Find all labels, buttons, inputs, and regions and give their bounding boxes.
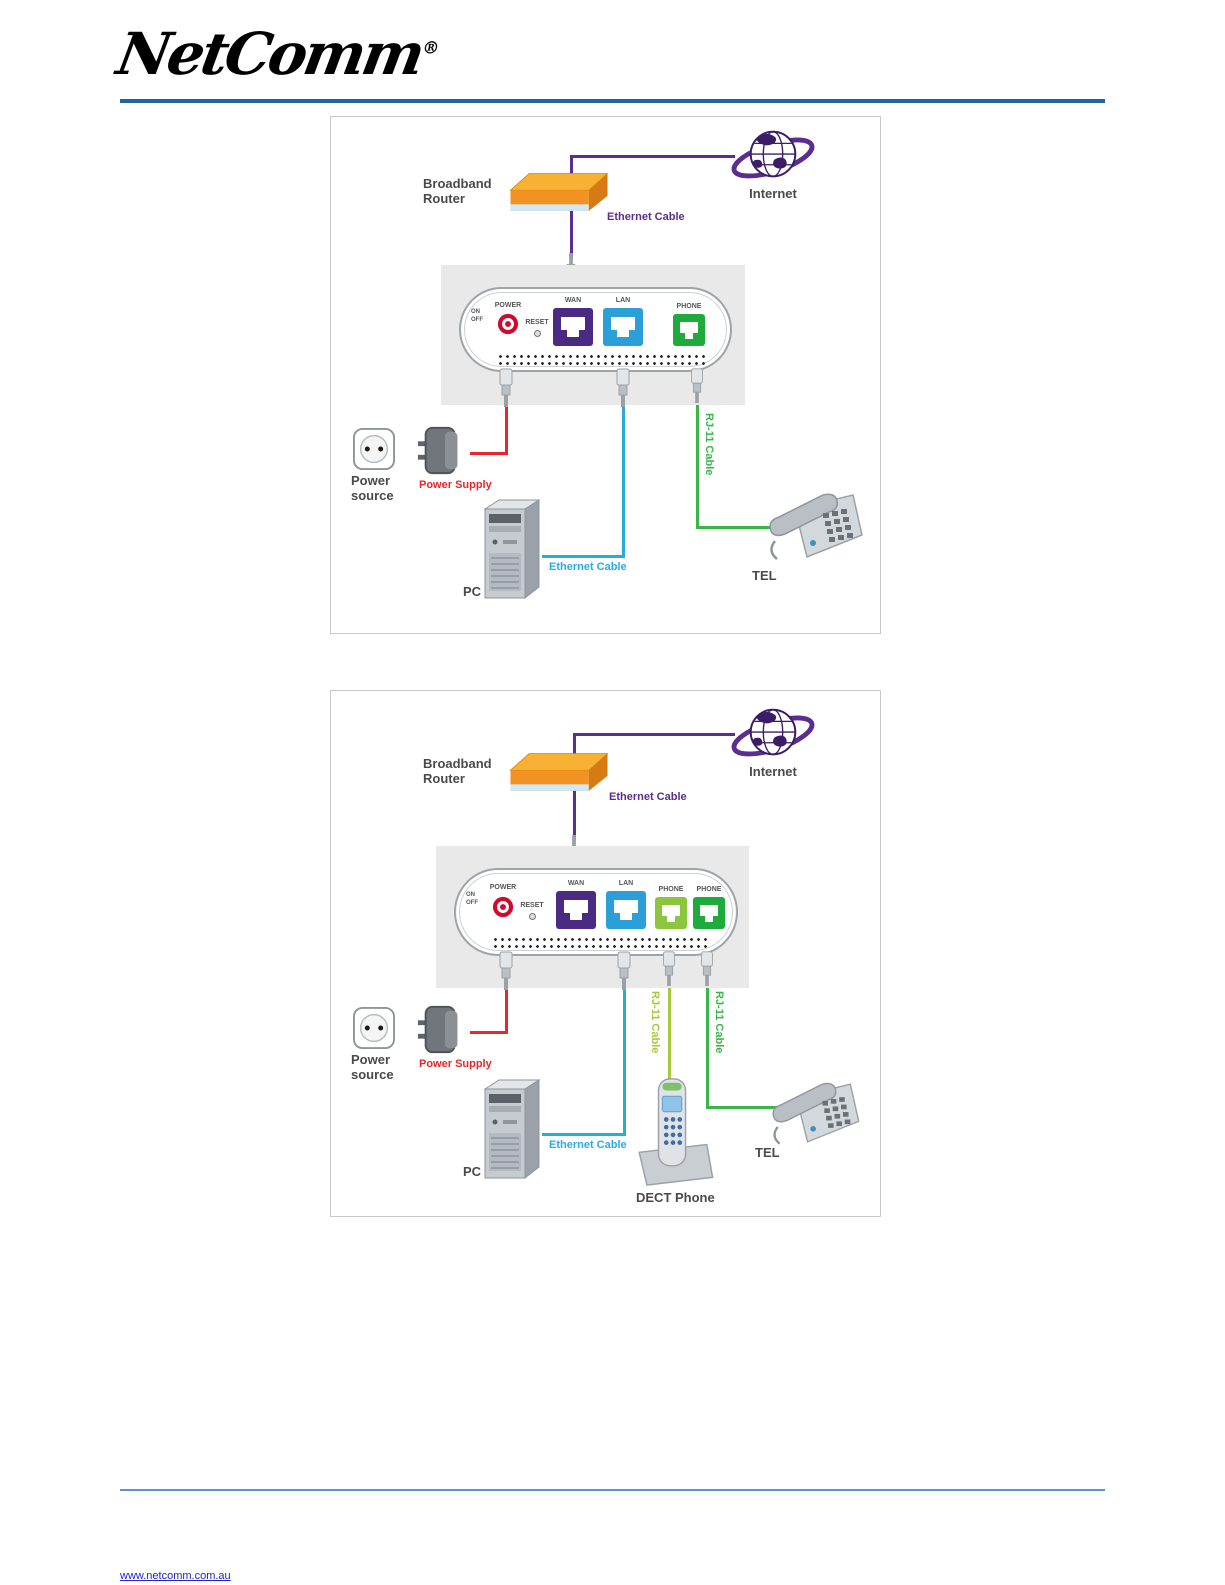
phone1-cable-label: RJ-11 Cable — [649, 991, 661, 1054]
desk-phone-icon — [765, 483, 865, 569]
ethernet-plug-icon — [615, 950, 633, 990]
power-label: POWER — [494, 302, 522, 309]
phone2-label: PHONE — [696, 886, 722, 893]
power-cable-vertical — [505, 988, 508, 1034]
wan-cable-label: Ethernet Cable — [609, 791, 687, 803]
wan-port-icon — [556, 891, 596, 929]
desk-phone-icon — [765, 1073, 865, 1153]
lan-cable-label: Ethernet Cable — [549, 1139, 627, 1151]
tel-label: TEL — [755, 1145, 780, 1160]
power-label: POWER — [489, 884, 517, 891]
lan-cable-horizontal — [542, 1133, 626, 1136]
lan-label: LAN — [615, 297, 631, 304]
lan-cable-vertical — [623, 988, 626, 1136]
phone-cable-vertical — [696, 401, 699, 529]
power-supply-label: Power Supply — [419, 1058, 492, 1070]
phone1-cable-vertical — [668, 984, 671, 1080]
logo-text: NetComm — [112, 20, 428, 88]
wan-port-icon — [553, 308, 593, 346]
pc-tower-icon — [475, 1077, 545, 1181]
device-faceplate: ON OFF POWER RESET WAN LAN PHONE — [459, 287, 732, 372]
pc-tower-icon — [475, 497, 545, 601]
diagram-1: Internet Broadband Router Ethernet Cable… — [330, 116, 881, 634]
reset-hole — [529, 913, 536, 920]
power-cable-horizontal — [470, 452, 508, 455]
power-adapter-icon — [415, 423, 471, 477]
phone2-plug-icon — [698, 950, 716, 986]
phone2-cable-horizontal — [706, 1106, 784, 1109]
reset-label: RESET — [520, 902, 544, 909]
vent-grill — [497, 353, 705, 367]
wan-cable-horizontal — [574, 733, 735, 736]
lan-port-icon — [606, 891, 646, 929]
header-rule — [120, 99, 1105, 103]
broadband-router-label: Broadband Router — [423, 176, 492, 206]
pc-label: PC — [463, 584, 482, 599]
off-label: OFF — [471, 317, 483, 323]
dect-phone-icon — [629, 1075, 717, 1189]
wan-label: WAN — [564, 297, 582, 304]
phone-port-icon — [673, 314, 705, 346]
power-plug-icon — [497, 367, 515, 407]
internet-globe-icon — [729, 123, 817, 189]
phone-label: PHONE — [676, 303, 702, 310]
footer-rule — [120, 1489, 1105, 1491]
broadband-router-icon — [503, 167, 615, 223]
power-button — [497, 313, 519, 335]
phone2-port-icon — [693, 897, 725, 929]
wall-outlet-icon — [353, 1007, 395, 1049]
phone2-cable-vertical — [706, 984, 709, 1109]
dect-phone-label: DECT Phone — [636, 1190, 715, 1205]
phone2-cable-label: RJ-11 Cable — [713, 991, 725, 1054]
footer-link[interactable]: www.netcomm.com.au — [120, 1570, 231, 1582]
on-label: ON — [471, 309, 480, 315]
phone-cable-horizontal — [696, 526, 789, 529]
power-source-label: Power source — [351, 473, 394, 503]
lan-label: LAN — [618, 880, 634, 887]
reset-hole — [534, 330, 541, 337]
power-plug-icon — [497, 950, 515, 990]
power-source-label: Power source — [351, 1052, 394, 1082]
lan-cable-vertical — [622, 405, 625, 558]
internet-label: Internet — [749, 764, 797, 779]
off-label: OFF — [466, 900, 478, 906]
power-cable-horizontal — [470, 1031, 508, 1034]
lan-cable-label: Ethernet Cable — [549, 561, 627, 573]
ethernet-plug-icon — [614, 367, 632, 407]
netcomm-logo: NetComm® — [112, 20, 444, 88]
power-adapter-icon — [415, 1002, 471, 1056]
power-supply-label: Power Supply — [419, 479, 492, 491]
device-faceplate: ON OFF POWER RESET WAN LAN PHONE PHONE — [454, 868, 738, 956]
internet-globe-icon — [729, 701, 817, 767]
internet-label: Internet — [749, 186, 797, 201]
phone1-port-icon — [655, 897, 687, 929]
phone-plug-icon — [688, 367, 706, 403]
phone-cable-label: RJ-11 Cable — [703, 413, 715, 476]
power-cable-vertical — [505, 405, 508, 455]
registered-mark: ® — [420, 38, 441, 59]
broadband-router-label: Broadband Router — [423, 756, 492, 786]
wall-outlet-icon — [353, 428, 395, 470]
lan-cable-horizontal — [542, 555, 625, 558]
tel-label: TEL — [752, 568, 777, 583]
phone1-plug-icon — [660, 950, 678, 986]
lan-port-icon — [603, 308, 643, 346]
reset-label: RESET — [525, 319, 549, 326]
power-button — [492, 896, 514, 918]
wan-label: WAN — [567, 880, 585, 887]
pc-label: PC — [463, 1164, 482, 1179]
wan-cable-label: Ethernet Cable — [607, 211, 685, 223]
vent-grill — [492, 936, 708, 950]
broadband-router-icon — [503, 747, 615, 803]
on-label: ON — [466, 892, 475, 898]
wan-cable-horizontal — [571, 155, 735, 158]
diagram-2: Internet Broadband Router Ethernet Cable… — [330, 690, 881, 1217]
phone1-label: PHONE — [658, 886, 684, 893]
